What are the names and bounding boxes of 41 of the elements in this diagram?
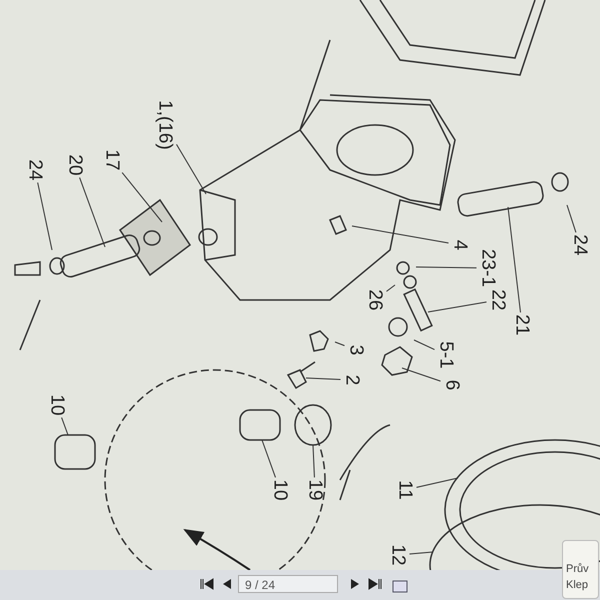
callout-number: 22 [488, 289, 508, 311]
callout-number: 19 [306, 479, 324, 501]
leader-line [416, 478, 458, 488]
leader-line [61, 417, 68, 436]
leader-line [262, 440, 276, 478]
leader-line [414, 340, 435, 350]
leader-line [508, 206, 521, 313]
leader-line [312, 444, 315, 478]
leader-line [416, 266, 477, 268]
callout-number: 24 [26, 159, 44, 181]
callout-number: 26 [366, 289, 384, 311]
leader-line [352, 226, 449, 244]
leader-line [386, 284, 396, 292]
leader-line [428, 301, 487, 312]
callout-number: 3 [346, 344, 366, 356]
leader-line [122, 172, 162, 222]
leader-line [79, 177, 106, 248]
callout-number: 10 [270, 479, 290, 501]
leader-line [306, 378, 341, 380]
notification-text: Klep [566, 579, 588, 591]
callout-number: 21 [512, 314, 532, 336]
callout-number: 11 [396, 480, 414, 500]
callout-number: 20 [66, 154, 84, 176]
callout-number: 6 [442, 380, 462, 390]
callout-number: 24 [570, 234, 590, 256]
callout-number: 10 [48, 394, 66, 416]
leader-line [566, 204, 576, 233]
leader-line [409, 552, 434, 555]
callout-number: 17 [102, 149, 122, 171]
callout-number: 2 [342, 374, 362, 386]
leader-line [37, 182, 52, 250]
callout-number: 12 [388, 544, 408, 566]
page-number: 9 / 24 [245, 578, 276, 592]
leader-line [176, 144, 206, 194]
callout-number: 1,(16) [156, 100, 174, 150]
notification-text: Prův [566, 563, 589, 575]
callout-number: 4 [450, 240, 470, 250]
leader-line [334, 342, 345, 346]
callout-number: 23-1 [478, 248, 498, 288]
callout-number: 5-1 [436, 341, 456, 369]
leader-line [402, 368, 441, 382]
